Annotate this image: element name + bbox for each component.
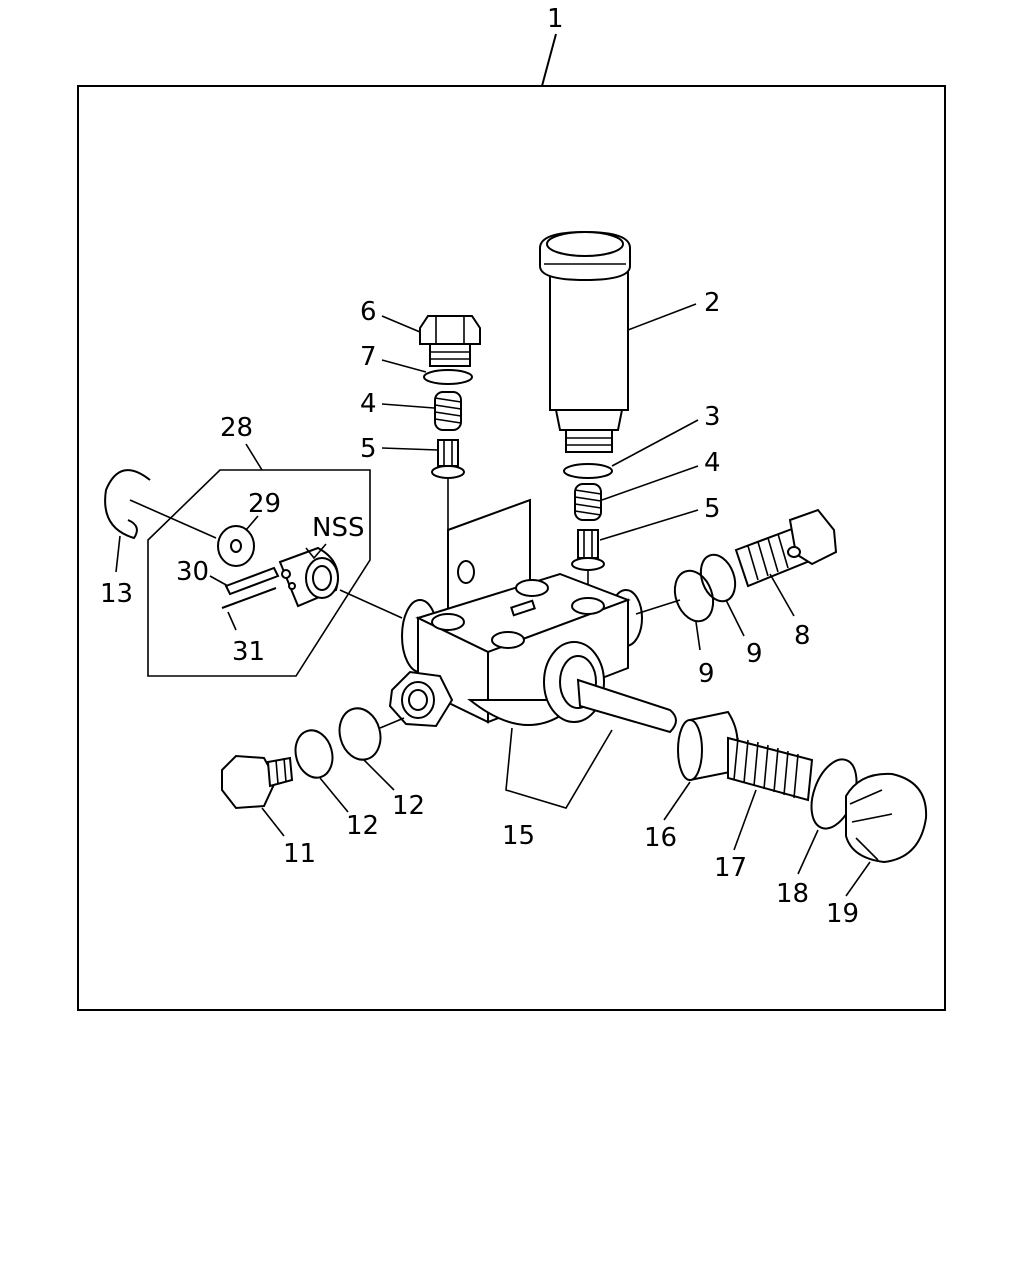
- leader-1: [541, 33, 557, 87]
- part-29-roller: [217, 525, 255, 567]
- leader-15: [505, 727, 613, 809]
- axis-line-snap-ring: [129, 499, 217, 539]
- leader-13: [115, 535, 121, 573]
- leader-12a: [319, 777, 349, 813]
- leader-16: [663, 781, 691, 821]
- part-30-pin: [224, 566, 280, 596]
- leader-18: [797, 829, 819, 875]
- callout-12-left: 12: [346, 811, 379, 841]
- callout-9-right: 9: [746, 639, 763, 669]
- part-9-gasket-a: [699, 553, 737, 603]
- leader-9b: [695, 621, 701, 651]
- part-13-snap-ring: [104, 469, 151, 540]
- callout-4-right: 4: [704, 448, 721, 478]
- leader-9a: [725, 599, 745, 637]
- leader-12b: [363, 759, 395, 791]
- leader-28: [245, 443, 263, 471]
- part-31-pin: [221, 587, 277, 609]
- leader-5-right: [599, 509, 699, 541]
- part-12-gasket-a: [294, 729, 334, 779]
- callout-7: 7: [360, 342, 377, 372]
- callout-8: 8: [794, 621, 811, 651]
- part-2-priming-pump: [539, 230, 631, 453]
- assembly-frame: [77, 85, 946, 1011]
- part-15-pump-body: [388, 498, 643, 728]
- leader-11: [261, 807, 285, 837]
- leader-17: [733, 789, 757, 851]
- callout-11: 11: [283, 839, 316, 869]
- leader-3: [611, 419, 699, 467]
- callout-4-left: 4: [360, 389, 377, 419]
- leader-19: [845, 861, 871, 897]
- leader-6: [381, 315, 421, 333]
- part-7-o-ring: [423, 369, 473, 385]
- part-3-o-ring: [563, 463, 613, 479]
- part-12-gasket-b: [338, 707, 382, 761]
- callout-15: 15: [502, 821, 535, 851]
- callout-nss: NSS: [312, 513, 364, 543]
- leader-nss: [305, 543, 327, 560]
- leader-31: [227, 611, 237, 631]
- part-17-spring: [727, 736, 814, 802]
- part-28-group-outline: [147, 469, 371, 677]
- callout-3: 3: [704, 402, 721, 432]
- callout-28: 28: [220, 413, 253, 443]
- part-6-plug: [419, 315, 481, 367]
- leader-7: [381, 359, 427, 373]
- callout-18: 18: [776, 879, 809, 909]
- callout-2: 2: [704, 288, 721, 318]
- leader-2: [627, 303, 697, 331]
- callout-5-left: 5: [360, 434, 377, 464]
- part-19-cap-plug: [845, 772, 928, 864]
- callout-13: 13: [100, 579, 133, 609]
- part-4-spring-right: [574, 483, 602, 521]
- callout-9-left: 9: [698, 659, 715, 689]
- callout-30: 30: [176, 557, 209, 587]
- leader-4-right: [601, 465, 699, 501]
- callout-1: 1: [547, 4, 564, 34]
- part-11-bolt: [221, 754, 294, 810]
- leader-5-left: [381, 447, 439, 451]
- part-16-piston: [576, 678, 739, 782]
- part-5-valve-left: [431, 439, 465, 479]
- callout-5-right: 5: [704, 494, 721, 524]
- part-9-gasket-b: [673, 569, 715, 623]
- leader-4-left: [381, 403, 435, 409]
- callout-6: 6: [360, 297, 377, 327]
- callout-17: 17: [714, 853, 747, 883]
- callout-12-right: 12: [392, 791, 425, 821]
- part-5-valve-right: [571, 529, 605, 571]
- callout-29: 29: [248, 489, 281, 519]
- axis-line-retainer: [339, 589, 403, 619]
- callout-19: 19: [826, 899, 859, 929]
- part-4-spring-left: [434, 391, 462, 431]
- callout-16: 16: [644, 823, 677, 853]
- part-nss-retainer: [278, 546, 339, 608]
- leader-29: [245, 515, 259, 531]
- callout-31: 31: [232, 637, 265, 667]
- leader-30: [209, 575, 229, 587]
- axis-line-bolt: [379, 717, 405, 729]
- part-8-banjo-bolt: [734, 508, 838, 588]
- axis-line-banjo: [635, 599, 681, 615]
- leader-8: [769, 573, 795, 617]
